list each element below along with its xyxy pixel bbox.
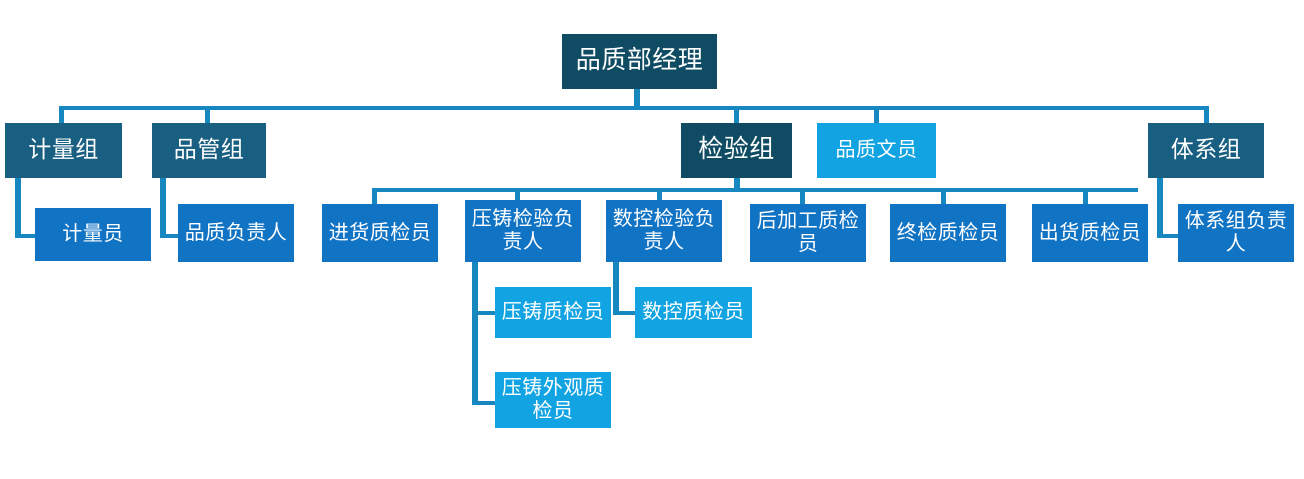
connector-skjyfzr-horizontal [613,311,638,315]
connector-jyz-stem [734,177,740,191]
node-diecast-inspector[interactable]: 压铸质检员 [495,287,611,338]
node-cnc-inspection-supervisor[interactable]: 数控检验负责人 [606,200,722,262]
node-metrologist[interactable]: 计量员 [35,208,151,261]
connector-yzjyfzr-vertical [472,262,478,405]
node-incoming-inspector[interactable]: 进货质检员 [322,204,438,262]
connector-drop-zjzjy [941,188,946,204]
connector-txz-vertical [1157,177,1163,238]
node-system-group[interactable]: 体系组 [1148,123,1264,178]
connector-drop-skjyfzr [657,188,662,204]
connector-jyz-bar [372,188,1138,192]
connector-root-stem [634,88,640,109]
node-root-manager[interactable]: 品质部经理 [562,34,717,89]
node-diecast-appearance-inspector[interactable]: 压铸外观质检员 [495,372,611,428]
node-quality-control-group[interactable]: 品管组 [152,123,266,178]
node-system-group-supervisor[interactable]: 体系组负责人 [1178,204,1294,262]
connector-yzjyfzr-horizontal-2 [472,401,498,405]
connector-pgz-vertical [160,177,166,238]
connector-jlz-vertical [15,177,21,238]
node-final-inspector[interactable]: 终检质检员 [890,204,1006,262]
connector-txz-horizontal [1157,234,1181,238]
node-shipping-inspector[interactable]: 出货质检员 [1032,204,1148,262]
connector-yzjyfzr-horizontal-1 [472,311,498,315]
connector-jlz-horizontal [15,234,39,238]
node-inspection-group[interactable]: 检验组 [681,123,792,178]
connector-drop-yzjyfzr [515,188,520,204]
connector-drop-hjgzjy [800,188,805,204]
connector-skjyfzr-vertical [613,262,619,315]
connector-drop-jhzjy [372,188,377,204]
connector-root-bar [59,106,1209,110]
connector-pgz-horizontal [160,234,182,238]
connector-drop-chzjy [1083,188,1088,204]
node-quality-clerk[interactable]: 品质文员 [817,123,936,178]
node-quality-supervisor[interactable]: 品质负责人 [178,204,294,262]
node-metrology-group[interactable]: 计量组 [5,123,122,178]
node-cnc-inspector[interactable]: 数控质检员 [635,287,752,338]
node-diecast-inspection-supervisor[interactable]: 压铸检验负责人 [465,200,581,262]
node-post-processing-inspector[interactable]: 后加工质检员 [750,204,866,262]
connector-drop-pgz [205,106,210,125]
connector-drop-jyz [734,106,739,125]
connector-drop-txz [1204,106,1209,125]
connector-drop-pzwy [874,106,879,125]
connector-drop-jlz [59,106,64,125]
